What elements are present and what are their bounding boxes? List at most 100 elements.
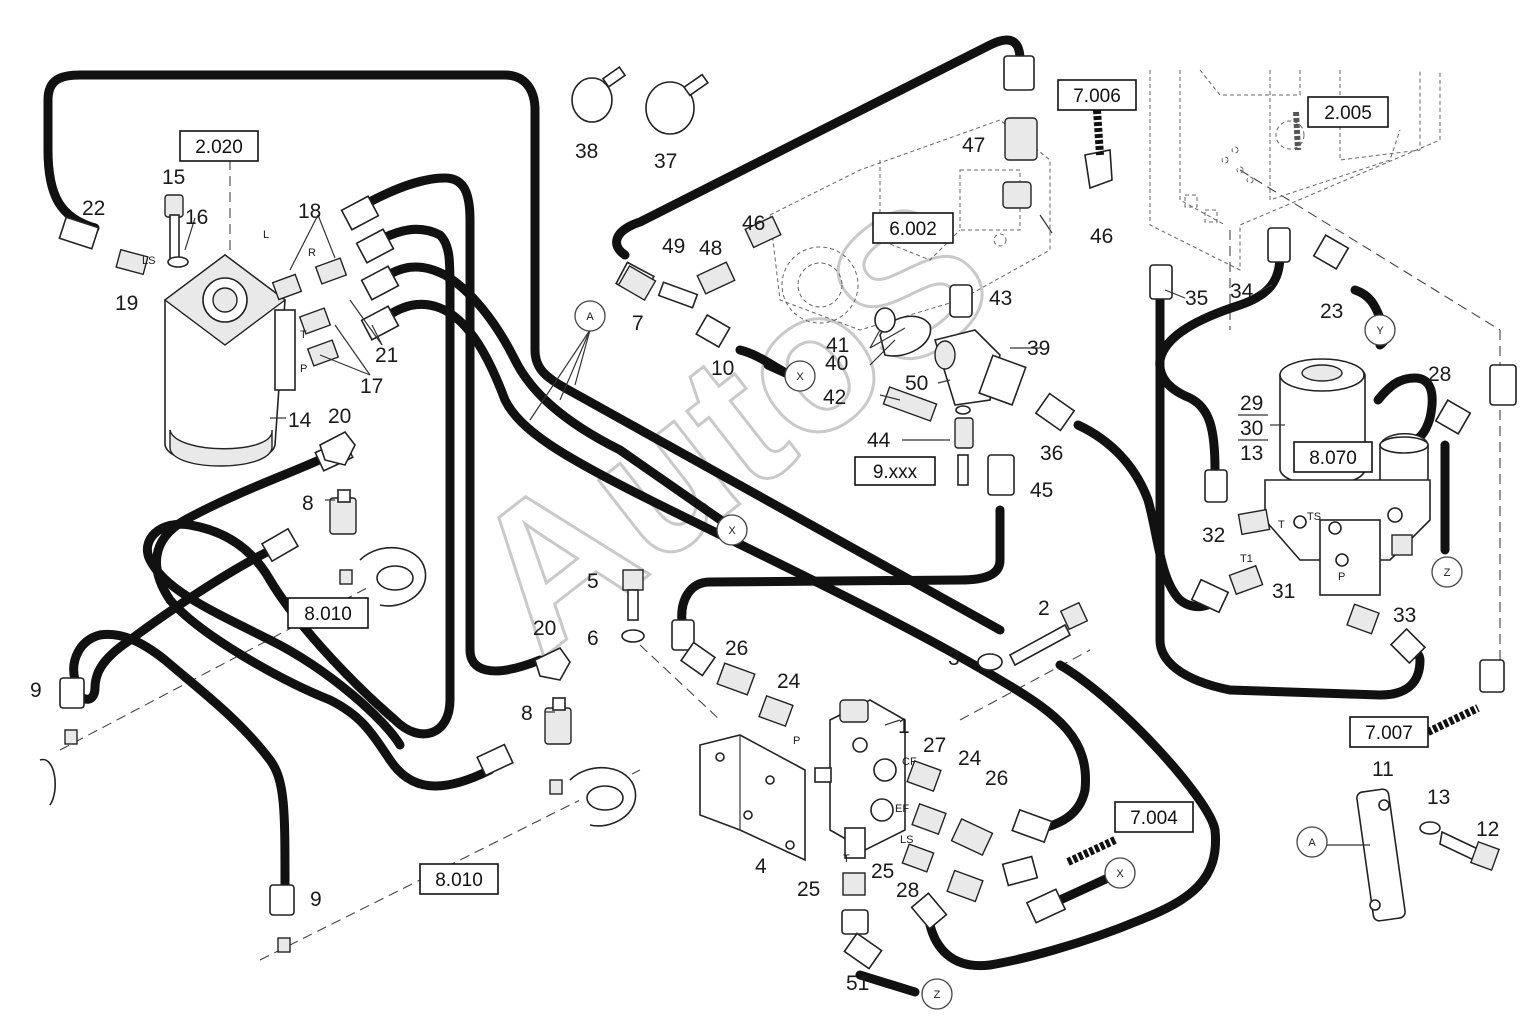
svg-text:TS: TS (1307, 511, 1321, 523)
reference-boxes: 2.020 6.002 7.006 2.005 8.070 8.010 8.01… (179, 79, 1429, 895)
svg-text:14: 14 (288, 409, 312, 432)
svg-text:T1: T1 (1240, 553, 1253, 565)
svg-text:31: 31 (1272, 580, 1295, 603)
svg-text:6.002: 6.002 (889, 219, 937, 240)
svg-text:13: 13 (1240, 442, 1263, 465)
ref-7-007: 7.007 (1349, 716, 1429, 748)
ref-9-xxx: 9.xxx (854, 456, 936, 486)
connector-a-top: A (574, 300, 606, 332)
svg-text:28: 28 (896, 879, 919, 902)
connector-y-top: Y (1364, 314, 1396, 346)
svg-text:46: 46 (1090, 225, 1113, 248)
svg-text:22: 22 (82, 197, 105, 220)
svg-text:8: 8 (302, 492, 314, 515)
svg-text:2: 2 (1038, 597, 1050, 620)
svg-text:1: 1 (898, 715, 910, 738)
svg-text:25: 25 (797, 878, 820, 901)
svg-text:X: X (1116, 868, 1124, 880)
svg-text:42: 42 (823, 386, 846, 409)
svg-text:19: 19 (115, 292, 138, 315)
svg-text:T: T (1278, 519, 1285, 531)
connector-a-plate: A (1296, 826, 1328, 858)
svg-text:47: 47 (962, 134, 985, 157)
svg-text:39: 39 (1027, 337, 1050, 360)
svg-text:4: 4 (755, 855, 767, 878)
part-number-labels: 1 2 3 4 5 6 7 8 8 9 9 10 11 12 13 14 15 … (30, 134, 1499, 995)
svg-text:13: 13 (1427, 786, 1450, 809)
svg-text:48: 48 (699, 237, 722, 260)
svg-text:7.007: 7.007 (1365, 723, 1413, 744)
svg-text:2.005: 2.005 (1324, 103, 1372, 124)
svg-text:37: 37 (654, 150, 677, 173)
svg-text:Z: Z (934, 989, 941, 1001)
connector-z-right: Z (1431, 556, 1463, 588)
svg-text:P: P (793, 735, 800, 747)
ref-8-010-a: 8.010 (287, 597, 369, 629)
svg-text:P: P (300, 363, 307, 375)
svg-text:27: 27 (923, 734, 946, 757)
svg-text:LS: LS (900, 834, 913, 846)
port-labels: L R T P LS T T1 P TS CF EF LS T P (142, 229, 1345, 865)
svg-text:LS: LS (142, 255, 155, 267)
svg-text:50: 50 (905, 372, 928, 395)
svg-text:28: 28 (1428, 363, 1451, 386)
leader-lines (184, 214, 1370, 846)
svg-text:26: 26 (725, 637, 748, 660)
svg-text:29: 29 (1240, 392, 1263, 415)
connector-x-pump: X (784, 360, 816, 392)
svg-text:25: 25 (871, 860, 894, 883)
svg-text:8.010: 8.010 (435, 870, 483, 891)
svg-text:7.006: 7.006 (1073, 86, 1121, 107)
connector-z-bottom: Z (921, 978, 953, 1010)
connector-y-mid: Y (0, 0, 8, 3)
svg-text:51: 51 (846, 972, 869, 995)
ref-7-004: 7.004 (1114, 801, 1194, 833)
svg-text:EF: EF (895, 803, 909, 815)
svg-text:30: 30 (1240, 417, 1263, 440)
svg-text:T: T (843, 853, 850, 865)
svg-text:40: 40 (825, 352, 848, 375)
svg-text:36: 36 (1040, 442, 1063, 465)
svg-text:CF: CF (902, 756, 917, 768)
svg-text:10: 10 (711, 357, 734, 380)
svg-text:L: L (263, 229, 269, 241)
svg-text:8.070: 8.070 (1309, 448, 1357, 469)
braided-hose-refs (1066, 109, 1480, 866)
svg-text:12: 12 (1476, 818, 1499, 841)
ref-2-005: 2.005 (1307, 96, 1389, 128)
ref-2-020: 2.020 (179, 130, 259, 162)
svg-text:24: 24 (777, 670, 801, 693)
svg-text:X: X (796, 371, 804, 383)
svg-text:A: A (1308, 837, 1316, 849)
svg-text:35: 35 (1185, 287, 1208, 310)
svg-text:17: 17 (360, 375, 383, 398)
svg-text:7: 7 (632, 312, 644, 335)
svg-text:26: 26 (985, 767, 1008, 790)
svg-text:20: 20 (533, 617, 556, 640)
svg-text:Z: Z (1444, 567, 1451, 579)
svg-text:9.xxx: 9.xxx (873, 462, 918, 483)
svg-text:49: 49 (662, 235, 685, 258)
svg-text:2.020: 2.020 (195, 137, 243, 158)
svg-text:A: A (586, 311, 594, 323)
svg-text:7.004: 7.004 (1130, 808, 1178, 829)
svg-text:11: 11 (1372, 758, 1394, 781)
svg-text:21: 21 (375, 344, 398, 367)
svg-text:34: 34 (1230, 280, 1254, 303)
svg-text:9: 9 (30, 679, 42, 702)
ref-8-070: 8.070 (1293, 441, 1373, 473)
svg-text:44: 44 (867, 429, 891, 452)
svg-text:15: 15 (162, 166, 185, 189)
svg-text:20: 20 (328, 405, 351, 428)
svg-text:6: 6 (587, 627, 599, 650)
svg-text:41: 41 (826, 334, 849, 357)
svg-text:23: 23 (1320, 300, 1343, 323)
svg-text:8: 8 (521, 702, 533, 725)
machine-frame (1149, 69, 1441, 271)
hoses (43, 35, 1450, 997)
svg-text:45: 45 (1030, 479, 1053, 502)
svg-text:43: 43 (989, 287, 1012, 310)
connector-x-valve: X (1104, 857, 1136, 889)
svg-text:R: R (308, 247, 316, 259)
